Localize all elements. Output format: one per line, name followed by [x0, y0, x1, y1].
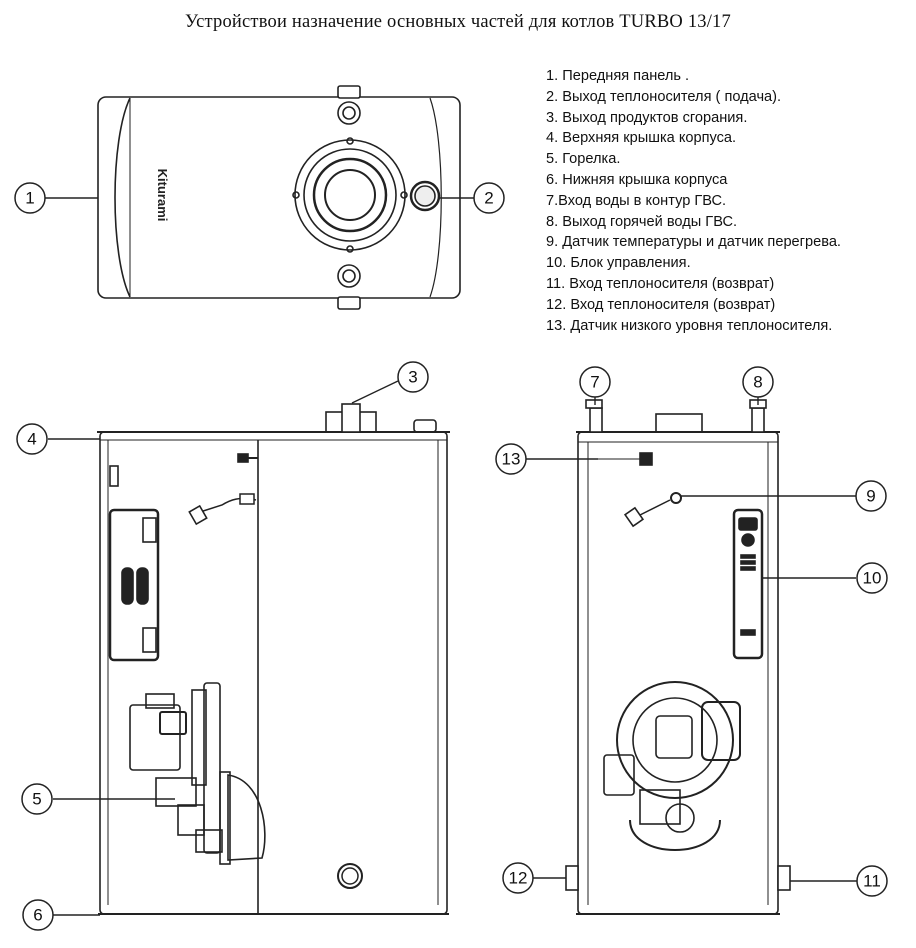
- callout-12-label: 12: [509, 869, 528, 888]
- legend-item-3: 3. Выход продуктов сгорания.: [546, 109, 748, 126]
- callout-7: [579, 366, 611, 398]
- rear-view: [565, 399, 791, 915]
- diagram-title: Устройствои назначение основных частей д…: [185, 12, 731, 32]
- callout-2: [473, 182, 505, 214]
- callout-9-label: 9: [866, 487, 875, 506]
- callout-5-label: 5: [32, 790, 41, 809]
- return-inlet-left: [565, 865, 579, 891]
- front-panel-curve: [114, 97, 131, 298]
- callout-4: [16, 423, 48, 455]
- drain-plug: [337, 863, 363, 889]
- callout-3-label: 3: [408, 368, 417, 387]
- legend-item-11: 11. Вход теплоносителя (возврат): [546, 275, 775, 292]
- callout-10-label: 10: [863, 569, 882, 588]
- callout-4-label: 4: [27, 430, 36, 449]
- callout-13: [495, 443, 527, 475]
- flue-pipe: [312, 157, 388, 233]
- callout-9: [855, 480, 887, 512]
- callout-6: [22, 899, 54, 931]
- callout-7-label: 7: [590, 373, 599, 392]
- dhw-outlet-pipe: [751, 407, 765, 433]
- callout-13-label: 13: [502, 450, 521, 469]
- legend-item-5: 5. Горелка.: [546, 151, 621, 168]
- low-level-sensor: [639, 452, 653, 466]
- callout-1-label: 1: [25, 189, 34, 208]
- side-control-box: [108, 508, 160, 662]
- rear-flue: [655, 413, 703, 433]
- callout-2-label: 2: [484, 189, 493, 208]
- supply-outlet: [409, 180, 441, 212]
- legend-item-1: 1. Передняя панель .: [546, 68, 690, 84]
- callout-5: [21, 783, 53, 815]
- side-burner: [129, 682, 266, 865]
- legend-item-9: 9. Датчик температуры и датчик перегрева…: [546, 234, 841, 251]
- rear-burner: [603, 681, 741, 851]
- callout-10: [856, 562, 888, 594]
- callout-3: [397, 361, 429, 393]
- callout-8-label: 8: [753, 373, 762, 392]
- bottom-nozzle: [337, 296, 361, 310]
- legend-item-4: 4. Верхняя крышка корпуса.: [546, 130, 737, 147]
- rear-view-body: [577, 431, 779, 915]
- bottom-fitting-outer: [337, 264, 361, 288]
- parts-legend: 1. Передняя панель . 2. Выход теплоносит…: [546, 66, 841, 336]
- callout-11: [856, 865, 888, 897]
- return-inlet-right: [777, 865, 791, 891]
- flue-outer-ring: [294, 139, 406, 251]
- brand-logo: Kiturami: [155, 169, 170, 222]
- legend-item-13: 13. Датчик низкого уровня теплоносителя.: [546, 317, 833, 334]
- temp-sensor: [670, 492, 682, 504]
- dhw-inlet-pipe: [589, 407, 603, 433]
- top-view: Kiturami: [97, 85, 461, 310]
- side-view: [97, 403, 450, 915]
- control-unit: [732, 508, 764, 660]
- callout-11-label: 11: [863, 872, 881, 891]
- legend-item-12: 12. Вход теплоносителя (возврат): [546, 296, 776, 313]
- legend-item-8: 8. Выход горячей воды ГВС.: [546, 213, 738, 230]
- legend-item-7: 7.Вход воды в контур ГВС.: [546, 192, 727, 209]
- callout-12: [502, 862, 534, 894]
- legend-item-6: 6. Нижняя крышка корпуса: [546, 171, 728, 188]
- side-view-body: [99, 431, 448, 915]
- callout-1: [14, 182, 46, 214]
- callout-8: [742, 366, 774, 398]
- top-fitting-outer: [337, 101, 361, 125]
- top-nozzle: [337, 85, 361, 99]
- callout-6-label: 6: [33, 906, 42, 925]
- legend-item-2: 2. Выход теплоносителя ( подача).: [546, 88, 782, 105]
- legend-item-10: 10. Блок управления.: [546, 255, 691, 272]
